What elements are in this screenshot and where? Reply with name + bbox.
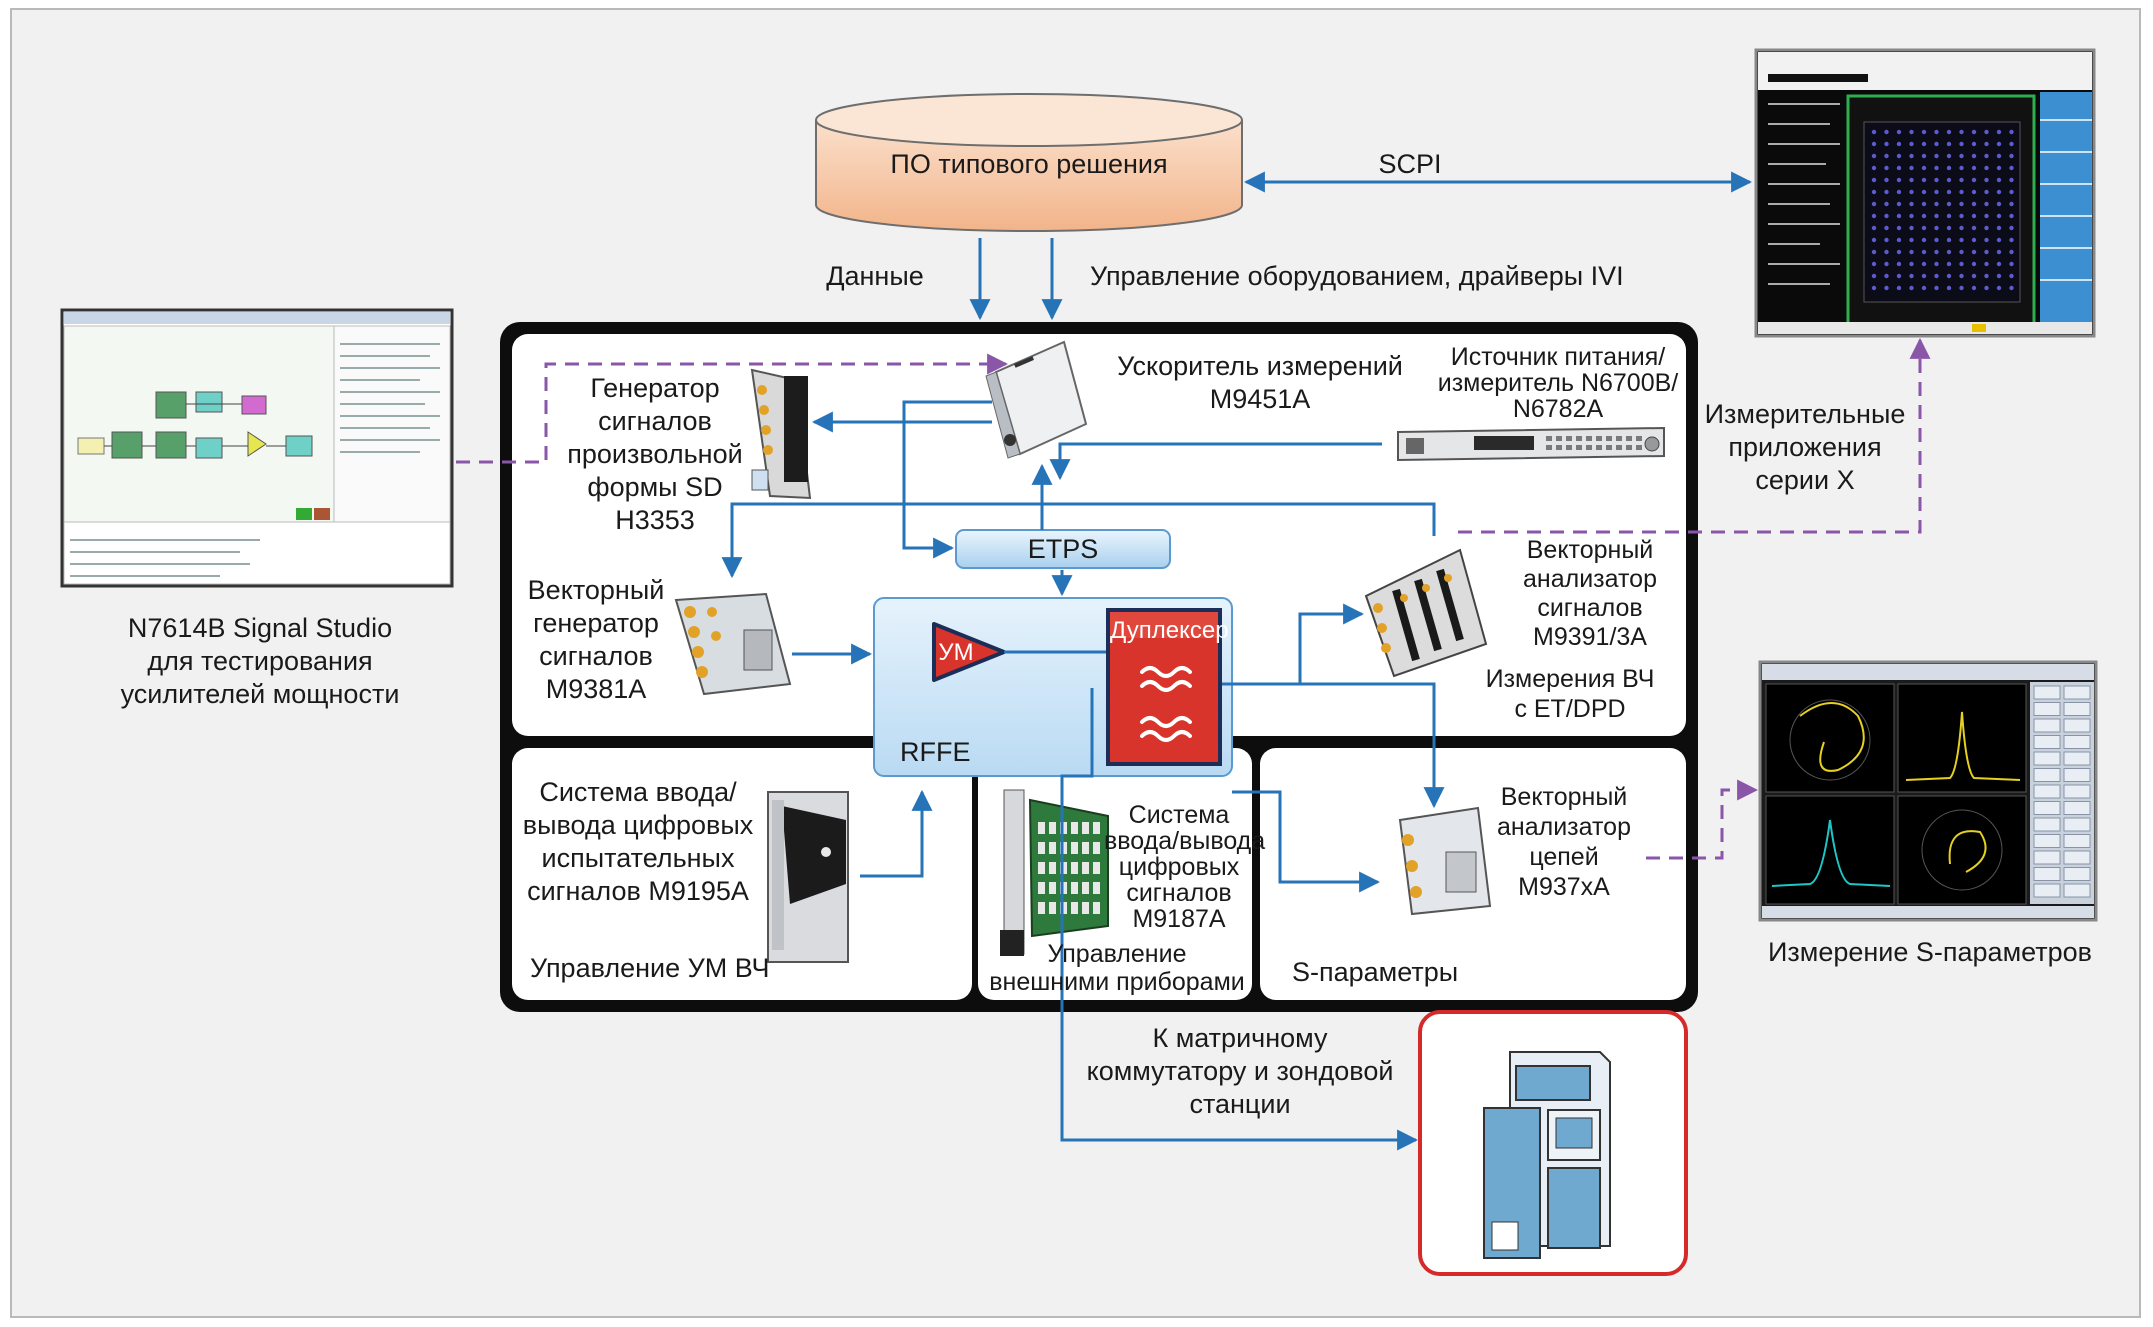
dio-m9187a-image	[1000, 789, 1109, 956]
rf-meas-line2: с ET/DPD	[1514, 695, 1626, 723]
dio2-line1: Система	[1128, 801, 1230, 829]
control-label: Управление оборудованием, драйверы IVI	[1090, 261, 1624, 291]
dio2-line4: сигналов	[1126, 879, 1232, 907]
dio1-label: Система ввода/ вывода цифровых испытател…	[518, 776, 758, 908]
power-supply-line2: измеритель N6700B/	[1437, 369, 1679, 397]
pa-control-label: Управление УМ ВЧ	[530, 953, 770, 983]
vsa-line1: Векторный	[1526, 536, 1654, 564]
signal-studio-label: N7614B Signal Studio для тестирования ус…	[40, 612, 480, 711]
dio2-label: Система ввода/вывода цифровых сигналов M…	[1104, 801, 1266, 933]
vna-line3: цепей	[1529, 843, 1599, 871]
dio-m9195a-image	[767, 791, 849, 963]
awg-module-image	[750, 368, 812, 500]
vsg-line3: сигналов	[539, 641, 653, 671]
dio1-line1: Система ввода/	[539, 777, 737, 807]
vsg-module-image	[674, 592, 792, 696]
signal-studio-line1: N7614B Signal Studio	[127, 613, 393, 643]
vna-line4: M937xA	[1518, 873, 1610, 901]
accelerator-label: Ускоритель измерений M9451A	[1110, 350, 1410, 416]
accelerator-line1: Ускоритель измерений	[1117, 351, 1403, 381]
probe-station-label: К матричному коммутатору и зондовой стан…	[1080, 1022, 1400, 1121]
x-series-line2: приложения	[1728, 432, 1882, 462]
panel-bottom-left	[512, 748, 972, 1000]
dio2-line3: цифровых	[1118, 853, 1240, 881]
s-param-screen-label: Измерение S-параметров	[1768, 937, 2092, 967]
dio1-line3: испытательных	[541, 843, 735, 873]
probe-station-line2: коммутатору и зондовой	[1086, 1056, 1394, 1086]
data-label: Данные	[826, 261, 924, 291]
vsa-label: Векторный анализатор сигналов M9391/3A	[1500, 536, 1680, 652]
power-supply-image	[1397, 426, 1665, 462]
signal-studio-screenshot	[60, 308, 454, 588]
vsg-label: Векторный генератор сигналов M9381A	[516, 574, 676, 706]
vsg-line2: генератор	[533, 608, 659, 638]
awg-label: Генератор сигналов произвольной формы SD…	[560, 372, 750, 537]
duplexer-label: Дуплексер	[1110, 617, 1229, 644]
etps-box	[955, 529, 1171, 569]
dio2-line2: ввода/вывода	[1104, 827, 1266, 855]
vsa-module-image	[1364, 548, 1488, 678]
probe-station-line1: К матричному	[1152, 1023, 1328, 1053]
s-parameter-screenshot	[1758, 660, 2098, 922]
awg-line5: H3353	[615, 505, 695, 535]
etps-label: ETPS	[1027, 534, 1099, 564]
vsg-line4: M9381A	[545, 674, 647, 704]
vna-line1: Векторный	[1500, 783, 1628, 811]
x-series-screenshot	[1754, 48, 2096, 338]
ext-control-label: Управление внешними приборами	[980, 940, 1254, 996]
software-label: ПО типового решения	[890, 149, 1168, 179]
awg-line3: произвольной	[567, 439, 743, 469]
probe-station-line3: станции	[1189, 1089, 1291, 1119]
rffe-block	[873, 597, 1233, 777]
ext-control-line1: Управление	[1047, 940, 1187, 968]
dio1-line2: вывода цифровых	[522, 810, 754, 840]
x-series-line1: Измерительные	[1704, 399, 1906, 429]
power-supply-label: Источник питания/ измеритель N6700B/ N67…	[1428, 344, 1688, 422]
scpi-label: SCPI	[1378, 149, 1442, 179]
awg-line1: Генератор	[590, 373, 720, 403]
x-series-line3: серии X	[1755, 465, 1855, 495]
probe-station	[1418, 1010, 1688, 1276]
dio2-line5: M9187A	[1132, 905, 1226, 933]
x-series-label: Измерительные приложения серии X	[1700, 398, 1910, 497]
vsa-line2: анализатор	[1523, 565, 1657, 593]
vna-module-image	[1398, 806, 1492, 916]
dio1-line4: сигналов M9195A	[527, 876, 749, 906]
ext-control-line2: внешними приборами	[989, 968, 1245, 996]
awg-line4: формы SD	[587, 472, 723, 502]
accelerator-image	[985, 340, 1088, 459]
vsa-line4: M9391/3A	[1533, 623, 1647, 651]
software-database	[815, 93, 1243, 232]
rffe-label: RFFE	[900, 737, 971, 767]
vna-line2: анализатор	[1497, 813, 1631, 841]
power-supply-line1: Источник питания/	[1450, 343, 1666, 371]
signal-studio-line3: усилителей мощности	[120, 679, 400, 709]
vsa-line3: сигналов	[1537, 594, 1643, 622]
power-supply-line3: N6782A	[1512, 395, 1604, 423]
rf-meas-label: Измерения ВЧ с ET/DPD	[1470, 664, 1670, 724]
rf-meas-line1: Измерения ВЧ	[1485, 665, 1655, 693]
vsg-line1: Векторный	[527, 575, 665, 605]
s-params-label: S-параметры	[1292, 957, 1459, 987]
awg-line2: сигналов	[598, 406, 712, 436]
pa-label: УМ	[938, 639, 974, 666]
signal-studio-line2: для тестирования	[147, 646, 373, 676]
accelerator-line2: M9451A	[1209, 384, 1311, 414]
vna-label: Векторный анализатор цепей M937xA	[1484, 782, 1644, 902]
